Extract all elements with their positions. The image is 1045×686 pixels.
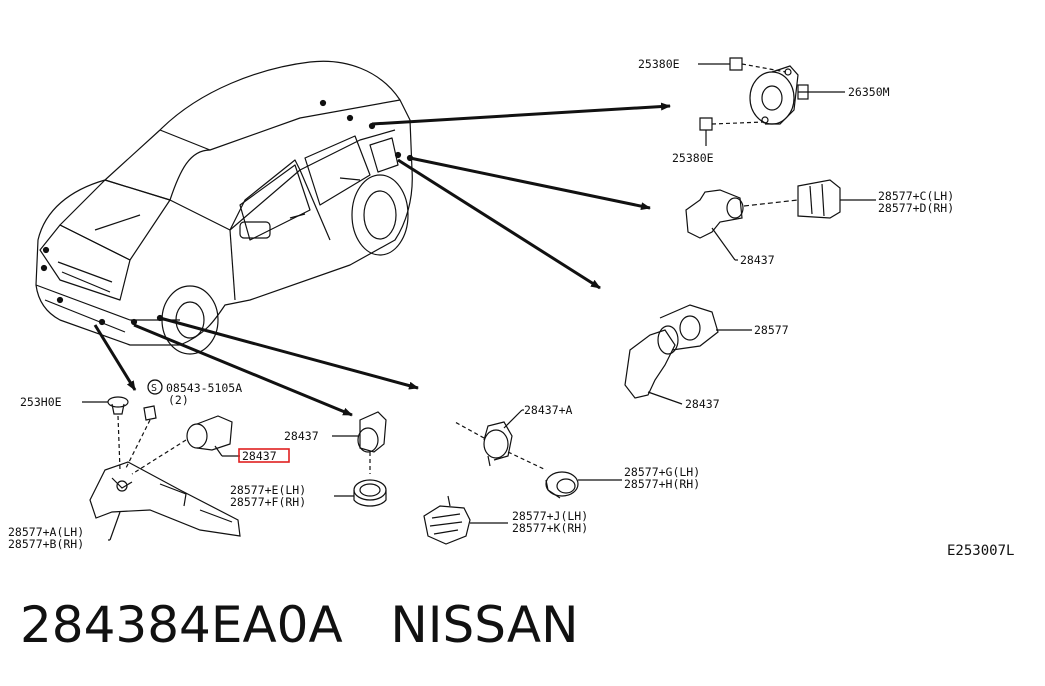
bracket-28577-cd <box>797 179 876 219</box>
label-28577g: 28577+G(LH) <box>624 465 700 479</box>
label-28577b: 28577+B(RH) <box>8 537 84 551</box>
bolt-25380e-bottom <box>699 117 765 146</box>
label-28577a: 28577+A(LH) <box>8 525 84 539</box>
label-28577e: 28577+E(LH) <box>230 483 306 497</box>
sensor-28437-upper <box>685 189 799 261</box>
clip-253h0e <box>82 396 129 471</box>
label-qty-2: (2) <box>168 393 189 407</box>
label-28577d: 28577+D(RH) <box>878 201 954 215</box>
label-28437-middle: 28437 <box>685 397 720 411</box>
svg-text:S: S <box>151 383 157 394</box>
callout-arrows <box>93 102 671 417</box>
vehicle-illustration <box>35 60 414 355</box>
bolt-25380e-top <box>698 57 787 73</box>
sensor-28437-left <box>131 415 240 475</box>
buzzer-26350m <box>749 65 845 125</box>
sensor-28437-center <box>332 411 387 474</box>
label-253h0e: 253H0E <box>20 395 62 409</box>
label-28577h: 28577+H(RH) <box>624 477 700 491</box>
label-25380e-top: 25380E <box>638 57 680 71</box>
label-28437a: 28437+A <box>524 403 573 417</box>
label-28577c: 28577+C(LH) <box>878 189 954 203</box>
bracket-28577-ab <box>89 461 241 541</box>
label-08543: 08543-5105A <box>166 381 242 395</box>
sensor-28437a <box>454 409 547 471</box>
label-28577k: 28577+K(RH) <box>512 521 588 535</box>
highlight-box <box>238 448 290 463</box>
diagram-reference-code: E253007L <box>947 543 1015 559</box>
label-28577f: 28577+F(RH) <box>230 495 306 509</box>
part-caption: 284384EA0A NISSAN <box>20 596 579 654</box>
label-28577-middle: 28577 <box>754 323 789 337</box>
bezel-28577-jk <box>423 495 508 545</box>
label-28437-highlighted: 28437 <box>242 449 277 463</box>
label-28437-center: 28437 <box>284 429 319 443</box>
ring-28577-gh <box>545 471 622 499</box>
part-number: 284384EA0A <box>20 596 343 654</box>
sensor-28437-middle <box>624 304 752 405</box>
label-28577j: 28577+J(LH) <box>512 509 588 523</box>
screw-symbol-icon: S <box>147 379 163 395</box>
label-25380e-bottom: 25380E <box>672 151 714 165</box>
label-28437-upper: 28437 <box>740 253 775 267</box>
ring-28577-ef <box>334 479 387 507</box>
part-labels: 25380E 26350M 25380E 28577+C(LH) 28577+D… <box>8 57 954 551</box>
label-26350m: 26350M <box>848 85 890 99</box>
brand-name: NISSAN <box>390 596 579 654</box>
